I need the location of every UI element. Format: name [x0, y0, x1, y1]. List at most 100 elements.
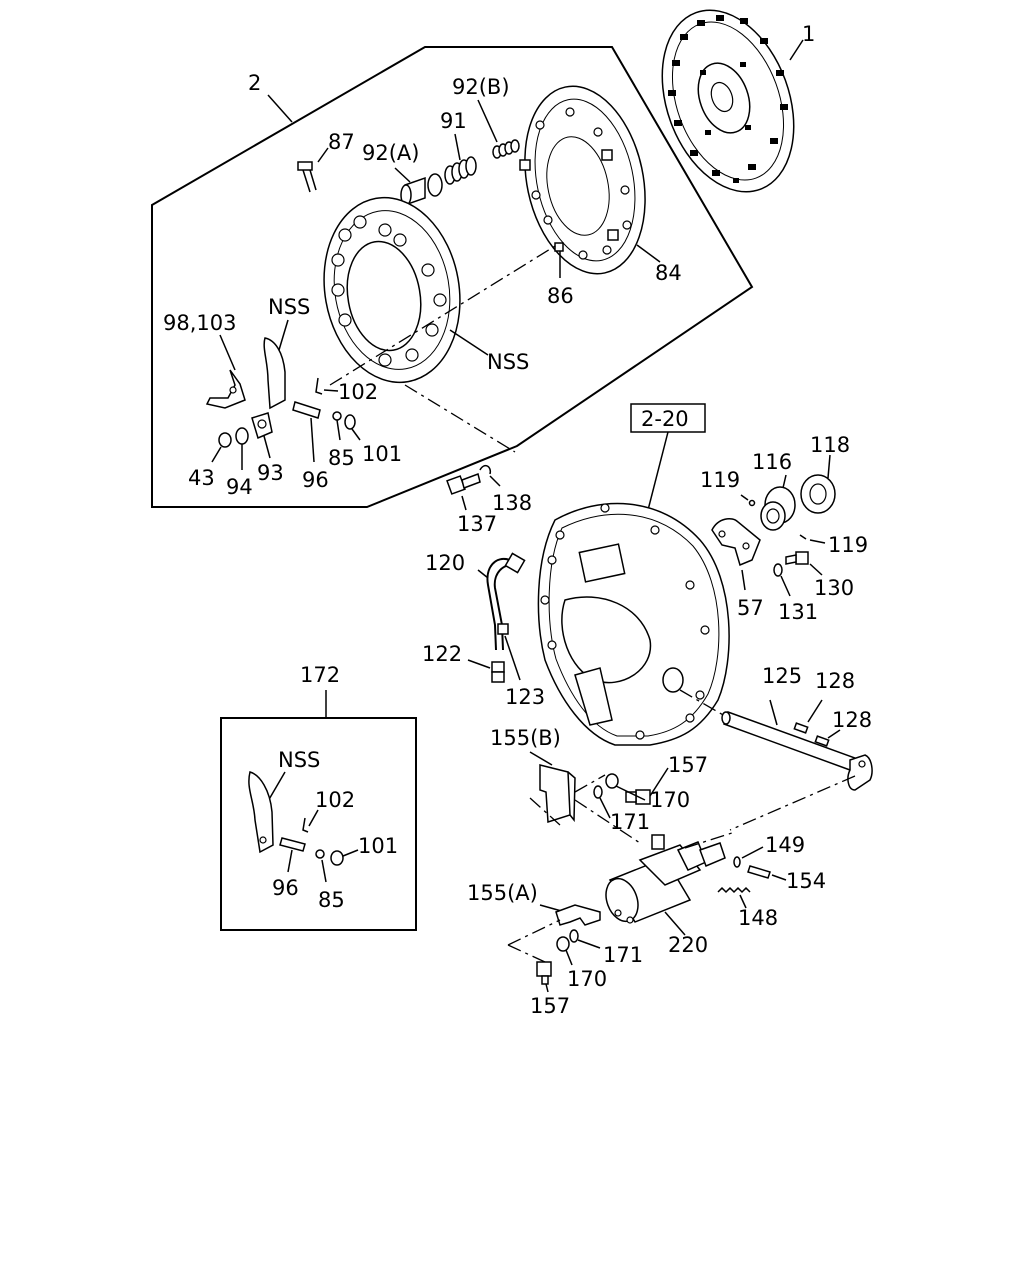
callout-102-top: 102 [338, 380, 378, 404]
callout-128-a: 128 [815, 669, 855, 693]
inset-pin-96 [279, 837, 306, 852]
callout-130: 130 [814, 576, 854, 600]
callout-119-b: 119 [828, 533, 868, 557]
washer-101 [344, 414, 356, 430]
callout-220: 220 [668, 933, 708, 957]
clutch-disc [661, 9, 795, 193]
bolt-87 [297, 161, 317, 193]
callout-87: 87 [328, 130, 355, 154]
callout-157-b: 157 [530, 994, 570, 1018]
washer-131 [773, 563, 783, 577]
screw-119-b [799, 534, 807, 540]
bracket-155b [539, 764, 571, 824]
callout-138: 138 [492, 491, 532, 515]
pressure-plate [519, 85, 646, 275]
inset-pin-85 [315, 849, 325, 859]
callout-125: 125 [762, 664, 802, 688]
washer-138 [479, 464, 492, 475]
callout-137: 137 [457, 512, 497, 536]
callout-154: 154 [786, 869, 826, 893]
key-128-a [793, 722, 809, 734]
callout-123: 123 [505, 685, 545, 709]
callout-nss-inset: NSS [278, 748, 320, 772]
callout-120: 120 [425, 551, 465, 575]
clamp-123 [497, 623, 509, 635]
callout-96-top: 96 [302, 468, 329, 492]
inset-172-frame [220, 717, 417, 931]
stud-86 [554, 242, 564, 278]
callout-98-103: 98,103 [163, 311, 236, 335]
nut-43 [218, 432, 232, 448]
callout-1: 1 [802, 22, 815, 46]
pin-96 [292, 401, 321, 419]
washer-171-b [569, 929, 579, 943]
callout-171-b: 171 [603, 943, 643, 967]
callout-2-20: 2-20 [641, 407, 689, 431]
callout-116: 116 [752, 450, 792, 474]
spring-seat-92b [492, 139, 520, 159]
release-bearing-116 [760, 486, 796, 531]
inset-release-lever [248, 771, 274, 854]
nut-170-a [605, 773, 619, 789]
inset-washer-101 [330, 850, 344, 866]
callout-93: 93 [257, 461, 284, 485]
screw-119-a [748, 499, 756, 507]
shaft-125 [721, 711, 873, 791]
callout-157-a: 157 [668, 753, 708, 777]
seal-118 [800, 474, 836, 514]
callout-92a: 92(A) [362, 141, 419, 165]
pin-85 [332, 411, 342, 421]
callout-170-a: 170 [650, 788, 690, 812]
eyebolt-93 [251, 412, 273, 440]
washer-171-a [593, 785, 603, 799]
bolt-157-b [536, 961, 552, 985]
pin-154 [747, 865, 771, 879]
spring-148 [717, 886, 751, 894]
callout-43: 43 [188, 466, 215, 490]
callout-171-a: 171 [610, 810, 650, 834]
union-122 [491, 661, 505, 683]
callout-149: 149 [765, 833, 805, 857]
callout-102-inset: 102 [315, 788, 355, 812]
callout-172: 172 [300, 663, 340, 687]
callout-155a: 155(A) [467, 881, 538, 905]
flywheel-housing [537, 502, 730, 746]
clutch-cylinder-220 [605, 834, 726, 924]
callout-86: 86 [547, 284, 574, 308]
callout-122: 122 [422, 642, 462, 666]
callout-84: 84 [655, 261, 682, 285]
callout-57: 57 [737, 596, 764, 620]
release-lever [205, 337, 286, 410]
nut-94 [235, 427, 249, 445]
callout-96-inset: 96 [272, 876, 299, 900]
clutch-cover-group-frame [151, 46, 754, 508]
callout-131: 131 [778, 600, 818, 624]
bushing-92a [400, 173, 443, 207]
key-128-b [814, 735, 830, 747]
callout-148: 148 [738, 906, 778, 930]
callout-101-inset: 101 [358, 834, 398, 858]
callout-119-a: 119 [700, 468, 740, 492]
bolt-137 [446, 473, 481, 495]
callout-101-top: 101 [362, 442, 402, 466]
callout-85-top: 85 [328, 446, 355, 470]
bolt-130 [785, 551, 809, 565]
callout-92b: 92(B) [452, 75, 510, 99]
callout-nss-mid: NSS [487, 350, 529, 374]
callout-170-b: 170 [567, 967, 607, 991]
spring-91 [444, 156, 477, 185]
release-fork-57 [711, 517, 761, 567]
nut-170-b [556, 936, 570, 952]
clip-102 [315, 377, 323, 395]
callout-128-b: 128 [832, 708, 872, 732]
callout-94: 94 [226, 475, 253, 499]
callout-118: 118 [810, 433, 850, 457]
callout-91: 91 [440, 109, 467, 133]
oil-pipe-120 [486, 552, 526, 651]
clip-149 [733, 856, 741, 868]
callout-155b: 155(B) [490, 726, 561, 750]
clutch-cover [323, 196, 461, 384]
bracket-155a [555, 904, 601, 926]
callout-2: 2 [248, 71, 261, 95]
